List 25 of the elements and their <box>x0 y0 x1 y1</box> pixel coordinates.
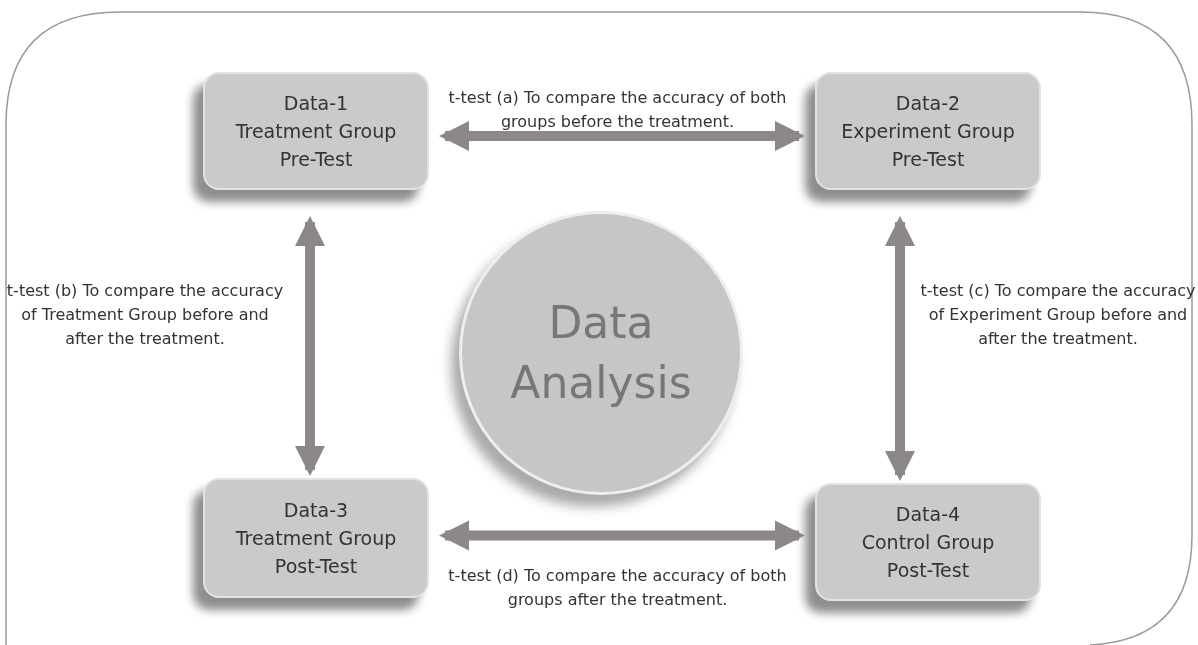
double-arrow <box>295 216 325 476</box>
box-text: Data-1 <box>283 91 349 116</box>
box-text: Pre-Test <box>891 147 965 172</box>
double-arrow <box>439 121 805 151</box>
data-box <box>203 478 429 598</box>
double-arrow <box>885 216 915 481</box>
box-text: Experiment Group <box>841 119 1015 144</box>
box-text: Control Group <box>861 530 995 555</box>
box-text: Treatment Group <box>235 526 397 551</box>
box-text: Data-2 <box>895 91 961 116</box>
data-box <box>203 72 429 190</box>
double-arrow <box>439 520 805 551</box>
data-box <box>815 72 1041 190</box>
box-text: Data-4 <box>895 502 961 527</box>
box-text: Data-3 <box>283 498 349 523</box>
box-text: Post-Test <box>886 558 970 583</box>
circle-title: Data Analysis <box>509 296 693 410</box>
data-box <box>815 483 1041 601</box>
edge-label: t-test (a) To compare the accuracy of both groups before the treatment. <box>447 87 788 133</box>
edge-label: t-test (b) To compare the accuracy of Treatment Group before and after the treatment. <box>5 280 285 350</box>
box-text: Post-Test <box>274 554 358 579</box>
edge-label: t-test (c) To compare the accuracy of Experiment Group before and after the treatment. <box>919 280 1197 350</box>
box-text: Treatment Group <box>235 119 397 144</box>
box-text: Pre-Test <box>279 147 353 172</box>
edge-label: t-test (d) To compare the accuracy of both groups after the treatment. <box>447 565 788 611</box>
